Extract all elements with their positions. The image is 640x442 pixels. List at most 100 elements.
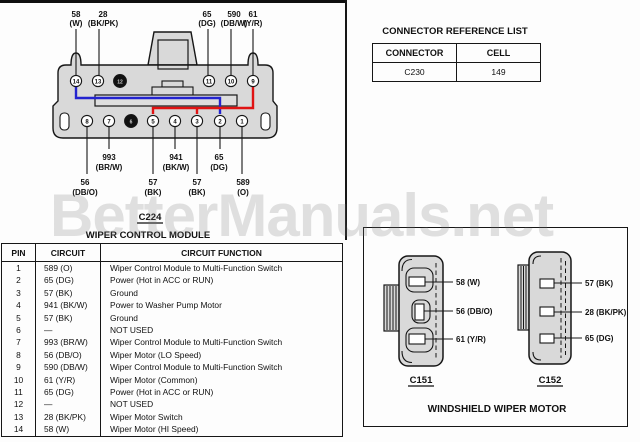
c152-slot-2	[539, 306, 555, 317]
c151-id: C151	[410, 375, 433, 386]
c151-leader-lines	[424, 281, 453, 340]
ref-connector-value: C230	[372, 62, 457, 82]
pin-5	[146, 114, 160, 128]
ridge-small	[161, 80, 184, 88]
function-cell: Ground	[100, 311, 343, 325]
pin-cell: 3	[1, 286, 36, 300]
top-tab-inner-slot	[157, 39, 189, 70]
c152-leader-lines	[554, 282, 582, 339]
pin-14-number: 14	[73, 79, 80, 85]
label-589-num: 589	[236, 178, 250, 187]
pin-14	[69, 74, 83, 88]
function-cell: Wiper Motor (HI Speed)	[100, 423, 343, 437]
pin-3	[190, 114, 204, 128]
section-divider-line	[345, 0, 347, 240]
pin-cell: 6	[1, 324, 36, 337]
c151-slot-2	[414, 303, 425, 321]
pin-table-header-circuit: CIRCUIT	[35, 243, 101, 262]
pin-cell: 11	[1, 386, 36, 399]
pin-cell: 4	[1, 299, 36, 312]
pin-4	[168, 114, 182, 128]
pin-9-number: 9	[251, 79, 255, 85]
label-57b-code: (BK)	[189, 188, 206, 197]
circuit-cell: 589 (O)	[35, 261, 101, 275]
circuit-cell: 993 (BR/W)	[35, 336, 101, 349]
c152-pin-label-28: 28 (BK/PK)	[585, 308, 627, 317]
wire-blue-hi-speed	[74, 86, 222, 114]
c152-ribs	[520, 266, 527, 329]
function-cell: Power (Hot in ACC or RUN)	[100, 386, 343, 399]
c224-caption: WIPER CONTROL MODULE	[86, 230, 210, 241]
wiper-motor-diagram: 58 (W) 56 (DB/O) 61 (Y/R) C151 57 (BK) 2…	[383, 251, 627, 415]
left-side-slot	[59, 112, 70, 131]
label-65-code: (DG)	[198, 19, 216, 28]
bottom-inner-labels: 993 (BR/W) 941 (BK/W) 65 (DG)	[96, 153, 228, 172]
ref-header-cell: CELL	[456, 43, 541, 63]
ref-header-connector: CONNECTOR	[372, 43, 457, 63]
pin-6-filled	[124, 114, 138, 128]
pin-1	[235, 114, 249, 128]
pin-cell: 12	[1, 398, 36, 411]
label-58-code: (W)	[70, 19, 83, 28]
c151-connector: 58 (W) 56 (DB/O) 61 (Y/R) C151	[383, 255, 493, 387]
top-wire-labels: 58 (W) 28 (BK/PK) 65 (DG) 590 (DB/W) 61 …	[70, 10, 263, 28]
pin-10	[224, 74, 238, 88]
pin-cell: 5	[1, 311, 36, 325]
pin-table-header-function: CIRCUIT FUNCTION	[100, 243, 343, 262]
c151-pin-label-61: 61 (Y/R)	[456, 335, 486, 344]
pin-2-number: 2	[218, 119, 222, 125]
circuit-cell: 58 (W)	[35, 423, 101, 437]
pin-2	[213, 114, 227, 128]
c224-connector-id: C224	[139, 212, 162, 223]
c151-ribs	[386, 286, 397, 330]
pin-5-number: 5	[151, 119, 155, 125]
connector-reference-table: CONNECTOR CELL C230 149	[372, 43, 541, 82]
c151-corner-lines	[401, 258, 413, 364]
c151-slot-3	[408, 333, 426, 345]
pin-13-number: 13	[95, 79, 102, 85]
function-cell: Wiper Motor Switch	[100, 410, 343, 424]
label-65b-num: 65	[215, 153, 224, 162]
bottom-outer-labels: 56 (DB/O) 57 (BK) 57 (BK) 589 (O)	[72, 178, 250, 197]
label-57a-num: 57	[149, 178, 158, 187]
pin-12-number: 12	[117, 79, 123, 85]
label-28-num: 28	[99, 10, 108, 19]
c152-pin-label-65: 65 (DG)	[585, 334, 614, 343]
pin-11-number: 11	[206, 79, 213, 85]
c151-pin-label-56: 56 (DB/O)	[456, 307, 493, 316]
pin-cell: 9	[1, 361, 36, 374]
circuit-cell: 590 (DB/W)	[35, 361, 101, 374]
ref-cell-value: 149	[456, 62, 541, 82]
c152-dashed-lines	[560, 258, 566, 358]
circuit-cell: 61 (Y/R)	[35, 373, 101, 387]
center-slot-bar	[94, 94, 238, 107]
circuit-cell: 57 (BK)	[35, 286, 101, 300]
circuit-cell: —	[35, 398, 101, 411]
c152-slot-3	[539, 333, 555, 344]
pin-12-filled	[113, 74, 127, 88]
pin-row-bottom: 8 7 6 5 4 3 2 1	[80, 114, 249, 128]
c151-rib-block	[383, 284, 401, 332]
pin-cell: 14	[1, 423, 36, 437]
label-941-code: (BK/W)	[163, 163, 190, 172]
pin-8	[80, 114, 94, 128]
c152-corner-lines	[532, 255, 542, 361]
label-56-code: (DB/O)	[72, 188, 98, 197]
wire-traces	[74, 86, 255, 114]
pin-3-number: 3	[195, 119, 199, 125]
label-993-code: (BR/W)	[96, 163, 123, 172]
circuit-cell: —	[35, 324, 101, 337]
c151-pin-label-58: 58 (W)	[456, 278, 480, 287]
pin-10-number: 10	[228, 79, 235, 85]
label-28-code: (BK/PK)	[88, 19, 119, 28]
page-top-border	[0, 0, 346, 3]
